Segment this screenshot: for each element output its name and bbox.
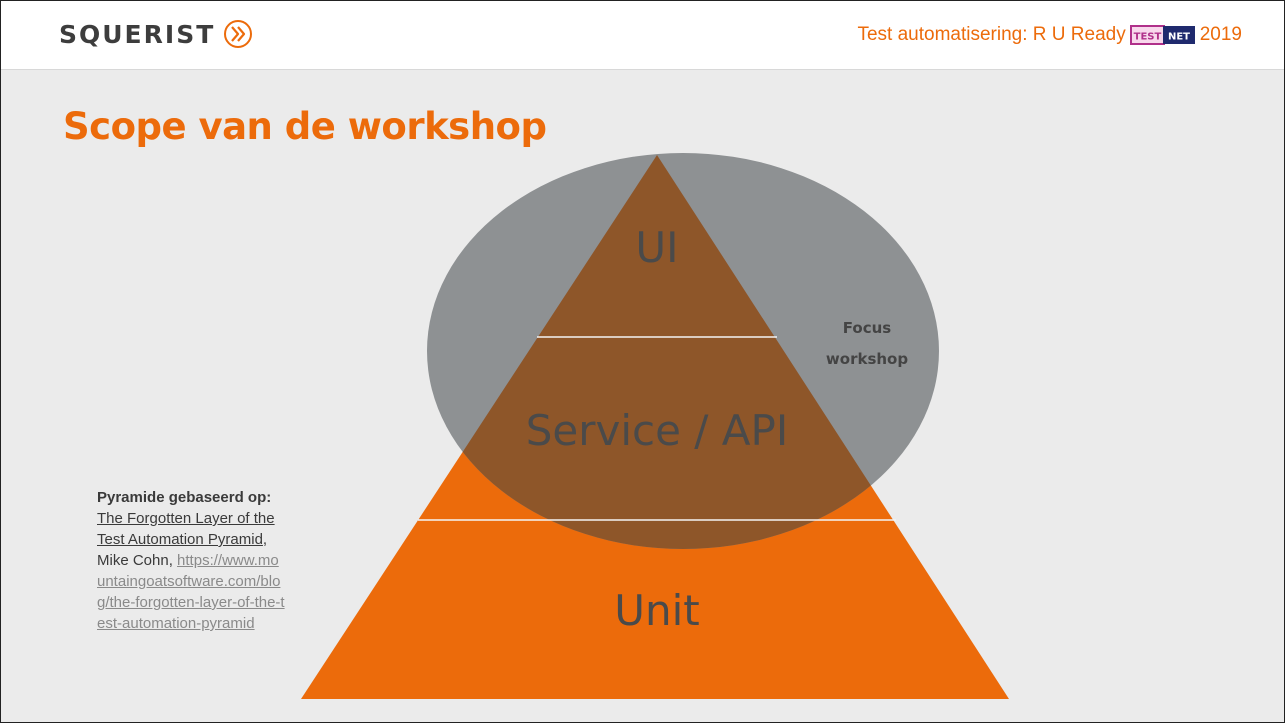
event-title: Test automatisering: R U Ready TEST NET … xyxy=(857,22,1242,48)
layer-label-service-api: Service / API xyxy=(526,406,789,455)
badge-left-text: TEST xyxy=(1133,32,1161,43)
layer-label-unit: Unit xyxy=(614,586,700,635)
event-title-text: Test automatisering: R U Ready xyxy=(857,24,1126,45)
header-bar: SQUERIST Test automatisering: R U Ready … xyxy=(1,1,1284,70)
focus-label-line2: workshop xyxy=(826,350,908,368)
source-attribution: Pyramide gebaseerd op: The Forgotten Lay… xyxy=(97,487,287,634)
source-heading: Pyramide gebaseerd op: xyxy=(97,489,272,506)
focus-label-line1: Focus xyxy=(843,319,892,337)
event-year: 2019 xyxy=(1199,24,1242,45)
source-article-link[interactable]: The Forgotten Layer of the Test Automati… xyxy=(97,510,275,548)
slide-title: Scope van de workshop xyxy=(63,105,547,148)
double-chevron-circle-icon xyxy=(224,20,253,48)
squerist-logo: SQUERIST xyxy=(59,16,253,52)
badge-right-text: NET xyxy=(1168,32,1190,43)
testnet-badge-icon: TEST NET xyxy=(1129,25,1195,45)
layer-label-ui: UI xyxy=(635,223,678,272)
source-url-link[interactable]: https://www.mountaingoatsoftware.com/blo… xyxy=(97,552,285,632)
source-author: , Mike Cohn, xyxy=(97,531,268,569)
logo-text: SQUERIST xyxy=(59,19,216,49)
